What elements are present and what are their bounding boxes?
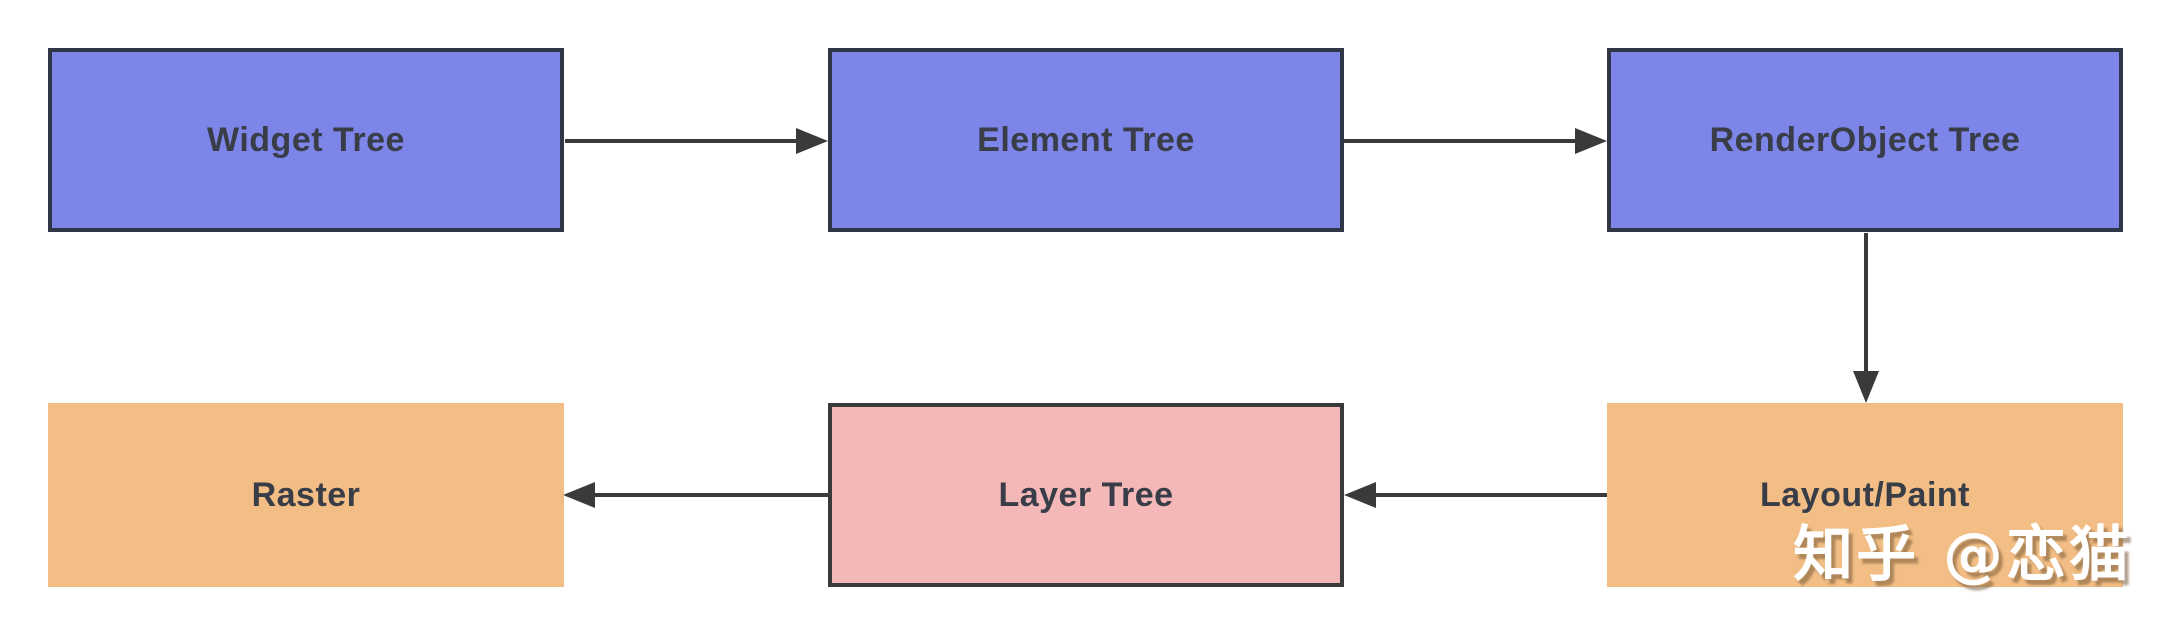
node-layer-tree: Layer Tree [828,403,1344,587]
node-raster-label: Raster [251,475,361,514]
arrow-element-to-renderobject [1344,128,1607,154]
arrow-widget-to-element [565,128,828,154]
zhihu-watermark: 知乎 @恋猫 [1793,520,2132,590]
node-layer-tree-label: Layer Tree [998,475,1174,514]
arrow-layoutpaint-to-layertree [1344,482,1607,508]
node-element-tree-label: Element Tree [977,120,1195,159]
node-renderobject-tree: RenderObject Tree [1607,48,2123,232]
node-element-tree: Element Tree [828,48,1344,232]
node-raster: Raster [48,403,564,587]
node-widget-tree: Widget Tree [48,48,564,232]
arrow-layertree-to-raster [563,482,828,508]
node-layout-paint-label: Layout/Paint [1759,475,1971,514]
arrow-renderobject-to-layoutpaint [1853,233,1879,403]
node-layout-paint: Layout/Paint [1607,403,2123,587]
node-widget-tree-label: Widget Tree [207,120,405,159]
node-renderobject-tree-label: RenderObject Tree [1709,120,2021,159]
